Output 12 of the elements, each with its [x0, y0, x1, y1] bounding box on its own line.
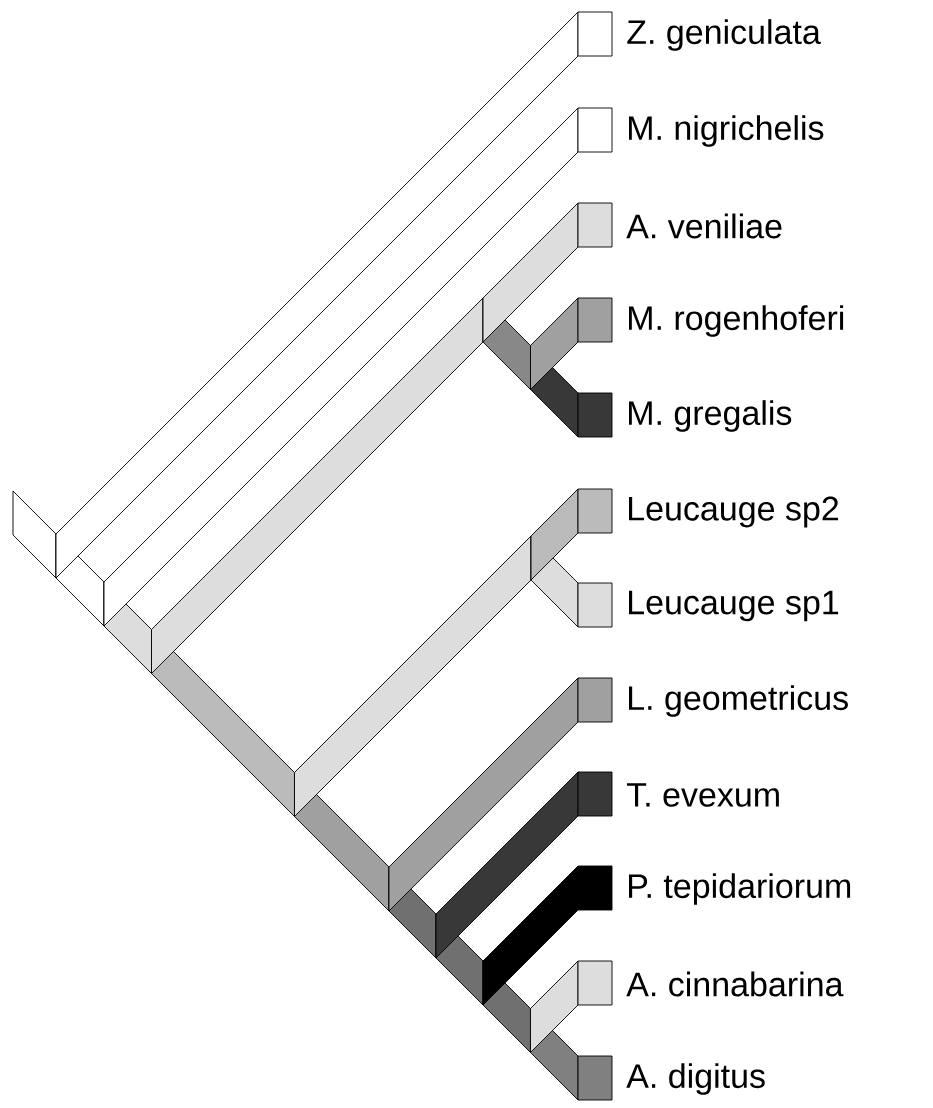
- species-label: A. digitus: [626, 1063, 765, 1095]
- species-label: A. cinnabarina: [626, 971, 844, 997]
- species-label: T. evexum: [626, 783, 779, 807]
- species-label: Z. geniculata: [627, 19, 821, 51]
- species-label: Leucauge sp2: [629, 496, 839, 528]
- species-label: L. geometricus: [629, 685, 848, 717]
- species-label: Leucauge sp1: [629, 590, 839, 622]
- species-label: M. gregalis: [629, 400, 792, 432]
- species-label: A. veniliae: [626, 213, 782, 239]
- species-label: M. nigrichelis: [629, 115, 824, 147]
- species-label: P. tepidariorum: [629, 873, 851, 905]
- species-label: M. rogenhoferi: [629, 305, 844, 337]
